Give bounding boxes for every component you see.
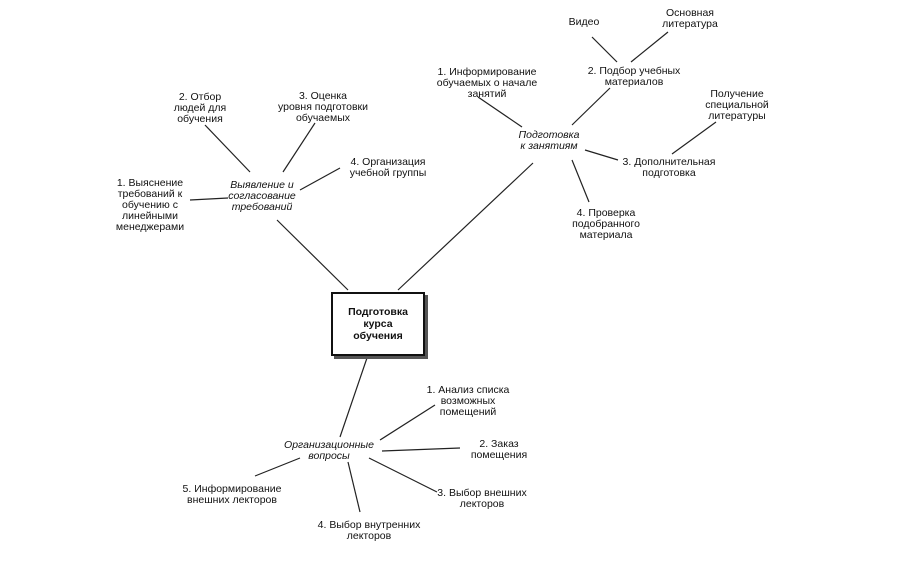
connector-prep-2 — [571, 87, 611, 126]
materials-video: Видео — [568, 16, 600, 28]
hub-organization: Организационные вопросы — [284, 439, 374, 462]
req-item-2: 2. Отбор людей для обучения — [173, 91, 227, 125]
connector-materials-literature — [630, 31, 669, 63]
prep-item-1: 1. Информирование обучаемых о начале зан… — [436, 66, 538, 100]
connector-req-1 — [189, 197, 229, 201]
prep-item-2: 2. Подбор учебных материалов — [587, 65, 681, 88]
req-item-4: 4. Организация учебной группы — [349, 156, 427, 179]
req-item-3: 3. Оценка уровня подготовки обучаемых — [278, 90, 368, 124]
hub-requirements: Выявление и согласование требований — [228, 179, 296, 213]
org-item-5: 5. Информирование внешних лекторов — [182, 483, 282, 506]
org-item-4: 4. Выбор внутренних лекторов — [317, 519, 421, 542]
connector-org-3 — [368, 457, 438, 493]
connector-org-2 — [381, 447, 461, 452]
connector-req-3 — [282, 122, 316, 173]
extra-special-literature: Получение специальной литературы — [705, 88, 769, 122]
connector-org-1 — [379, 404, 436, 441]
connector-prep-1 — [477, 96, 523, 128]
hub-preparation: Подготовка к занятиям — [518, 129, 580, 152]
org-item-2: 2. Заказ помещения — [470, 438, 528, 461]
connector-req-4 — [299, 167, 341, 191]
center-node: Подготовка курса обучения — [331, 292, 425, 356]
org-item-3: 3. Выбор внешних лекторов — [437, 487, 527, 510]
materials-literature: Основная литература — [662, 7, 718, 30]
connector-center-requirements — [276, 219, 349, 291]
connector-extra-speciallit — [671, 121, 717, 155]
connector-org-5 — [254, 457, 301, 477]
connector-materials-video — [591, 36, 618, 63]
prep-item-3: 3. Дополнительная подготовка — [622, 156, 716, 179]
connector-prep-4 — [571, 159, 590, 203]
connector-center-organization — [339, 354, 369, 438]
connector-org-4 — [347, 461, 361, 513]
connector-center-preparation — [397, 162, 534, 291]
req-item-1: 1. Выяснение требований к обучению с лин… — [115, 177, 185, 233]
prep-item-4: 4. Проверка подобранного материала — [572, 207, 640, 241]
connector-prep-3 — [584, 149, 619, 161]
org-item-1: 1. Анализ списка возможных помещений — [426, 384, 510, 418]
connector-req-2 — [204, 124, 251, 173]
